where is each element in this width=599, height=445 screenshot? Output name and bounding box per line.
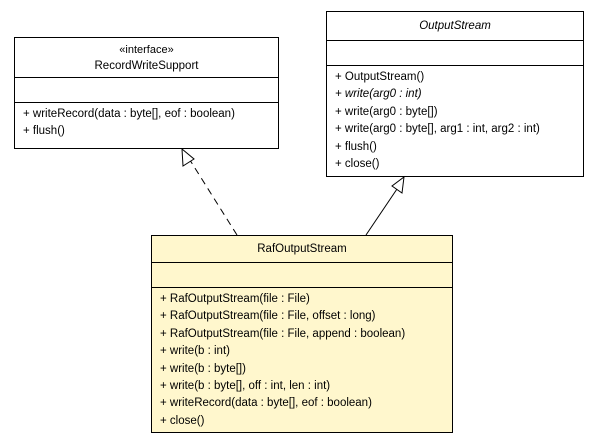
class-name: RafOutputStream <box>257 243 347 255</box>
operation: + RafOutputStream(file : File, append : … <box>160 327 406 340</box>
class-record-write-support[interactable]: «interface» RecordWriteSupport + writeRe… <box>14 37 279 149</box>
realization-edge <box>181 147 238 236</box>
generalization-edge <box>365 175 405 236</box>
operation: + write(arg0 : byte[]) <box>335 105 438 118</box>
operation: + OutputStream() <box>335 71 425 83</box>
class-header: OutputStream <box>327 12 583 41</box>
operation: + flush() <box>23 125 65 138</box>
operation: + RafOutputStream(file : File, offset : … <box>160 310 376 323</box>
operations-compartment: + RafOutputStream(file : File) + RafOutp… <box>152 288 452 430</box>
class-name: RecordWriteSupport <box>94 59 199 72</box>
class-name: OutputStream <box>419 20 491 32</box>
operation: + RafOutputStream(file : File) <box>160 293 310 305</box>
operation: + close() <box>335 158 380 171</box>
operation: + writeRecord(data : byte[], eof : boole… <box>23 108 235 120</box>
generalization-arrowhead <box>391 175 405 194</box>
attributes-compartment <box>15 78 278 103</box>
class-header: RafOutputStream <box>152 236 452 263</box>
realization-arrowhead <box>181 147 195 167</box>
class-output-stream[interactable]: OutputStream + OutputStream() + write(ar… <box>326 11 584 177</box>
operations-compartment: + writeRecord(data : byte[], eof : boole… <box>15 103 278 141</box>
operations-compartment: + OutputStream() + write(arg0 : int) + w… <box>327 66 583 173</box>
operation: + write(b : byte[]) <box>160 362 246 375</box>
operation: + write(b : int) <box>160 345 230 358</box>
operation: + write(arg0 : byte[], arg1 : int, arg2 … <box>335 123 540 136</box>
attributes-compartment <box>327 41 583 66</box>
operation: + close() <box>160 414 205 427</box>
stereotype-label: «interface» <box>119 43 174 56</box>
attributes-compartment <box>152 263 452 288</box>
class-raf-output-stream[interactable]: RafOutputStream + RafOutputStream(file :… <box>151 235 453 433</box>
operation: + flush() <box>335 140 377 153</box>
operation-abstract: + write(arg0 : int) <box>335 88 422 101</box>
class-header: «interface» RecordWriteSupport <box>15 38 278 78</box>
operation: + writeRecord(data : byte[], eof : boole… <box>160 397 372 410</box>
operation: + write(b : byte[], off : int, len : int… <box>160 380 331 393</box>
